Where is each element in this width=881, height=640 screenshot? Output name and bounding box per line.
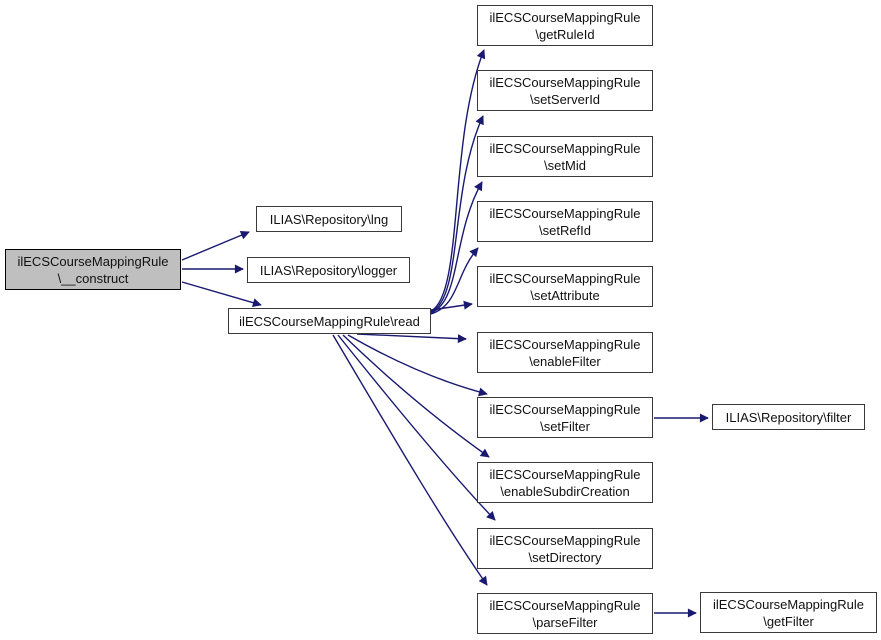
node-label-line: ILIAS\Repository\filter [725, 409, 852, 425]
node-read[interactable]: ilECSCourseMappingRule\read [228, 308, 431, 334]
node-label-line: \getFilter [763, 613, 814, 629]
node-label-line: ilECSCourseMappingRule [489, 466, 641, 482]
edge-read-to-parseFilter [332, 334, 488, 586]
node-label-line: ILIAS\Repository\lng [269, 211, 389, 227]
node-enableSubdirCreation[interactable]: ilECSCourseMappingRule\enableSubdirCreat… [477, 462, 653, 503]
node-setAttribute[interactable]: ilECSCourseMappingRule\setAttribute [477, 266, 653, 307]
node-setServerId[interactable]: ilECSCourseMappingRule\setServerId [477, 70, 653, 111]
node-label-line: \setAttribute [530, 287, 600, 303]
node-getRuleId[interactable]: ilECSCourseMappingRule\getRuleId [477, 5, 653, 46]
node-label-line: ILIAS\Repository\logger [259, 262, 398, 278]
node-setFilter[interactable]: ilECSCourseMappingRule\setFilter [477, 397, 653, 438]
node-parseFilter[interactable]: ilECSCourseMappingRule\parseFilter [477, 593, 653, 634]
node-label-line: \setDirectory [528, 549, 602, 565]
node-setMid[interactable]: ilECSCourseMappingRule\setMid [477, 136, 653, 177]
node-label-line: \setMid [544, 157, 586, 173]
node-label-line: ilECSCourseMappingRule [489, 270, 641, 286]
node-filter[interactable]: ILIAS\Repository\filter [712, 404, 865, 430]
node-label-line: ilECSCourseMappingRule [489, 336, 641, 352]
node-label-line: ilECSCourseMappingRule [489, 205, 641, 221]
node-setDirectory[interactable]: ilECSCourseMappingRule\setDirectory [477, 528, 653, 569]
node-label-line: ilECSCourseMappingRule [712, 596, 865, 612]
node-label-line: ilECSCourseMappingRule [489, 401, 641, 417]
edge-read-to-setMid [430, 181, 483, 314]
node-setRefId[interactable]: ilECSCourseMappingRule\setRefId [477, 201, 653, 242]
node-label-line: ilECSCourseMappingRule [489, 532, 641, 548]
node-label-line: ilECSCourseMappingRule [489, 140, 641, 156]
node-label-line: ilECSCourseMappingRule [489, 74, 641, 90]
node-label-line: ilECSCourseMappingRule\read [239, 313, 420, 329]
edge-read-to-enableFilter [356, 333, 467, 344]
node-label-line: ilECSCourseMappingRule [489, 597, 641, 613]
node-label-line: \enableSubdirCreation [500, 483, 630, 499]
node-enableFilter[interactable]: ilECSCourseMappingRule\enableFilter [477, 332, 653, 373]
edge-construct-to-read [181, 281, 262, 308]
edge-read-to-setServerId [430, 115, 484, 313]
node-label-line: \setServerId [529, 91, 601, 107]
node-label-line: \__construct [57, 270, 129, 286]
node-lng[interactable]: ILIAS\Repository\lng [256, 206, 402, 232]
node-label-line: ilECSCourseMappingRule [489, 9, 641, 25]
edge-construct-to-lng [181, 230, 250, 261]
node-construct[interactable]: ilECSCourseMappingRule\__construct [5, 249, 181, 290]
edge-read-to-enableSubdirCreation [342, 334, 490, 458]
node-label-line: \parseFilter [532, 614, 598, 630]
edge-read-to-setAttribute [430, 300, 473, 311]
node-label-line: \getRuleId [535, 26, 595, 42]
edge-read-to-setFilter [347, 334, 488, 397]
node-label-line: \enableFilter [529, 353, 601, 369]
node-getFilter[interactable]: ilECSCourseMappingRule\getFilter [700, 592, 877, 633]
edge-read-to-setRefId [430, 247, 479, 315]
node-logger[interactable]: ILIAS\Repository\logger [247, 257, 410, 283]
edge-read-to-setDirectory [337, 334, 496, 521]
node-label-line: \setRefId [538, 222, 592, 238]
node-label-line: \setFilter [540, 418, 590, 434]
node-label-line: ilECSCourseMappingRule [17, 253, 169, 269]
